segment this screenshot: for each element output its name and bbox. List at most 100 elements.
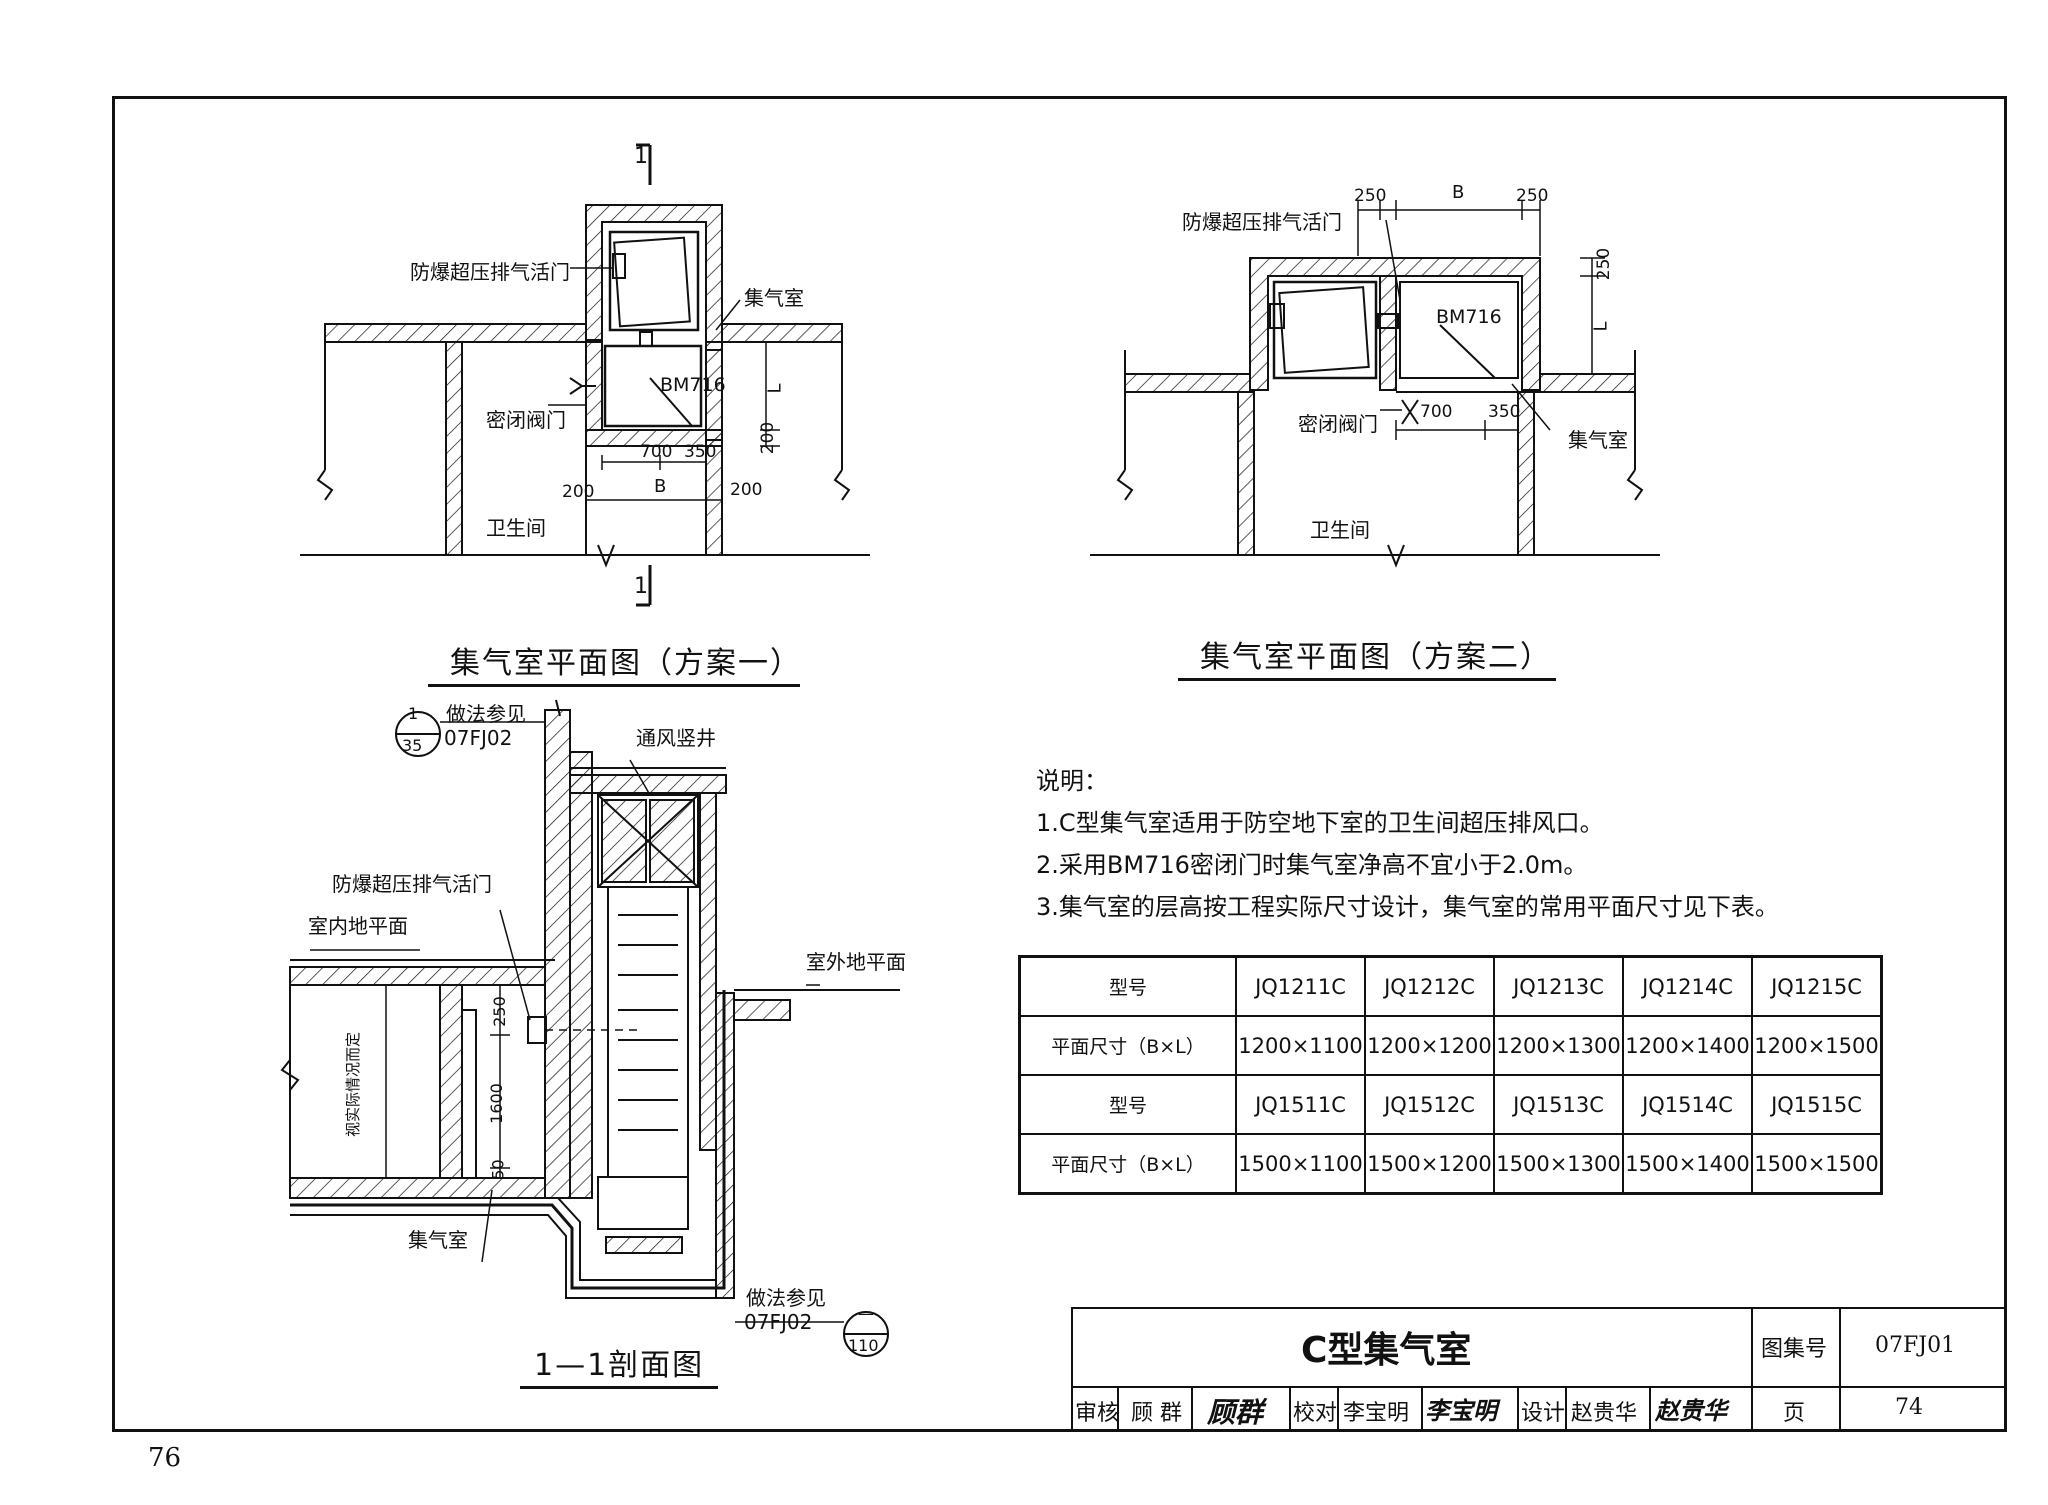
- section-ref-bot-den: 110: [848, 1336, 879, 1355]
- section-250-dim: 250: [489, 996, 509, 1027]
- drawing-page-number: 74: [1895, 1395, 1923, 1420]
- drawing-title: C型集气室: [1301, 1330, 1472, 1371]
- plan2-L-dim: L: [1590, 321, 1612, 332]
- plan1-title: 集气室平面图（方案一）: [450, 646, 802, 681]
- table-cell: JQ1511C: [1235, 1074, 1366, 1135]
- atlas-label: 图集号: [1761, 1337, 1828, 1362]
- atlas-number: 07FJ01: [1875, 1333, 1956, 1358]
- section-title: 1—1剖面图: [534, 1348, 705, 1383]
- note-item: 2.采用BM716密闭门时集气室净高不宜小于2.0m。: [1036, 851, 1588, 879]
- plan1-200-dim-a: 200: [758, 421, 779, 455]
- page-label: 页: [1783, 1401, 1806, 1426]
- table-cell: JQ1214C: [1622, 955, 1753, 1017]
- section-door-label: 防爆超压排气活门: [332, 872, 492, 896]
- plan2-350-dim: 350: [1488, 402, 1521, 422]
- table-row: 型号 JQ1511C JQ1512C JQ1513C JQ1514C JQ151…: [1018, 1074, 1883, 1135]
- book-page-number: 76: [148, 1443, 182, 1473]
- table-cell: JQ1212C: [1364, 955, 1495, 1017]
- section-50-dim: 50: [488, 1159, 508, 1180]
- table-cell: JQ1211C: [1235, 955, 1366, 1017]
- plan2-chamber-label: 集气室: [1568, 428, 1628, 452]
- plan2-250-dim-c: 250: [1594, 247, 1615, 281]
- section-shaft-label: 通风竖井: [636, 726, 716, 750]
- section-drawing: [280, 699, 900, 1357]
- design-label: 设计: [1521, 1401, 1566, 1426]
- plan1-350-dim: 350: [684, 442, 717, 462]
- table-cell: 1500×1500: [1751, 1133, 1883, 1195]
- table-row: 型号 JQ1211C JQ1212C JQ1213C JQ1214C JQ121…: [1018, 955, 1883, 1017]
- plan2-B-dim: B: [1452, 182, 1465, 203]
- section-ref-top-code: 07FJ02: [444, 726, 513, 750]
- reviewer-signature: 顾群: [1207, 1396, 1264, 1429]
- table-cell: 1500×1200: [1364, 1133, 1495, 1195]
- section-ref-top-den: 35: [402, 736, 423, 755]
- note-item: 1.C型集气室适用于防空地下室的卫生间超压排风口。: [1036, 809, 1604, 837]
- table-cell: JQ1514C: [1622, 1074, 1753, 1135]
- table-header-cell: 型号: [1018, 1074, 1237, 1135]
- size-table: 型号 JQ1211C JQ1212C JQ1213C JQ1214C JQ121…: [1018, 955, 1883, 1195]
- designer-name: 赵贵华: [1571, 1401, 1638, 1426]
- table-header-cell: 平面尺寸（B×L）: [1018, 1133, 1237, 1195]
- table-row: 平面尺寸（B×L） 1200×1100 1200×1200 1200×1300 …: [1018, 1015, 1883, 1076]
- table-cell: JQ1513C: [1493, 1074, 1624, 1135]
- section-outdoor-label: 室外地平面: [806, 950, 906, 974]
- plan2-drawing: [1090, 200, 1660, 568]
- table-cell: 1200×1500: [1751, 1015, 1883, 1076]
- table-cell: JQ1512C: [1364, 1074, 1495, 1135]
- table-header-cell: 平面尺寸（B×L）: [1018, 1015, 1237, 1076]
- plan1-B-dim: B: [654, 476, 667, 497]
- section-ref-top-text: 做法参见: [446, 702, 526, 726]
- note-item: 3.集气室的层高按工程实际尺寸设计，集气室的常用平面尺寸见下表。: [1036, 893, 1779, 921]
- section-ref-bot-text: 做法参见: [746, 1286, 826, 1310]
- designer-signature: 赵贵华: [1655, 1396, 1727, 1425]
- table-cell: 1500×1300: [1493, 1133, 1624, 1195]
- checker-name: 李宝明: [1343, 1401, 1410, 1426]
- plan1-toilet-label: 卫生间: [486, 516, 546, 540]
- section-chamber-label: 集气室: [408, 1228, 468, 1252]
- section-indoor-label: 室内地平面: [308, 914, 408, 938]
- checker-signature: 李宝明: [1425, 1396, 1497, 1425]
- plan1-L-dim: L: [764, 383, 786, 394]
- plan1-200-dim-c: 200: [730, 480, 763, 500]
- table-header-cell: 型号: [1018, 955, 1237, 1017]
- plan1-model-label: BM716: [660, 374, 726, 396]
- table-cell: 1200×1100: [1235, 1015, 1366, 1076]
- section-ref-bot-code: 07FJ02: [744, 1310, 813, 1334]
- plan2-title: 集气室平面图（方案二）: [1200, 640, 1552, 675]
- section-height-note: 视实际情况而定: [344, 1031, 363, 1138]
- plan1-chamber-label: 集气室: [744, 286, 804, 310]
- plan2-model-label: BM716: [1436, 306, 1502, 328]
- notes-heading: 说明：: [1036, 767, 1108, 795]
- table-cell: 1500×1100: [1235, 1133, 1366, 1195]
- title-block: C型集气室 图集号 07FJ01 审核 顾 群 顾群 校对 李宝明 李宝明 设计…: [1071, 1307, 2007, 1432]
- section-ref-bot-num: —: [858, 1304, 874, 1323]
- drawing-frame: [112, 96, 2007, 1432]
- table-cell: 1500×1400: [1622, 1133, 1753, 1195]
- plan2-toilet-label: 卫生间: [1310, 518, 1370, 542]
- section-1600-dim: 1600: [486, 1083, 506, 1124]
- table-cell: JQ1213C: [1493, 955, 1624, 1017]
- plan1-700-dim: 700: [640, 442, 673, 462]
- plan2-door-label: 防爆超压排气活门: [1182, 210, 1342, 234]
- plan2-700-dim: 700: [1420, 402, 1453, 422]
- plan2-250-dim-a: 250: [1354, 186, 1387, 206]
- plan1-section-mark-top: 1: [634, 144, 648, 169]
- table-row: 平面尺寸（B×L） 1500×1100 1500×1200 1500×1300 …: [1018, 1133, 1883, 1195]
- plan1-valve-label: 密闭阀门: [486, 408, 566, 432]
- section-title-underline: [520, 1386, 718, 1389]
- table-cell: JQ1515C: [1751, 1074, 1883, 1135]
- table-cell: 1200×1200: [1364, 1015, 1495, 1076]
- review-label: 审核: [1075, 1401, 1120, 1426]
- table-cell: JQ1215C: [1751, 955, 1883, 1017]
- check-label: 校对: [1293, 1401, 1338, 1426]
- table-cell: 1200×1300: [1493, 1015, 1624, 1076]
- plan2-250-dim-b: 250: [1516, 186, 1549, 206]
- section-ref-top-num: 1: [408, 704, 419, 723]
- plan1-drawing: [300, 143, 870, 607]
- plan1-door-label: 防爆超压排气活门: [410, 260, 570, 284]
- plan1-section-mark-bottom: 1: [634, 574, 648, 599]
- notes-block: 说明： 1.C型集气室适用于防空地下室的卫生间超压排风口。 2.采用BM716密…: [1036, 760, 1779, 928]
- plan2-valve-label: 密闭阀门: [1298, 412, 1378, 436]
- plan2-title-underline: [1178, 678, 1556, 681]
